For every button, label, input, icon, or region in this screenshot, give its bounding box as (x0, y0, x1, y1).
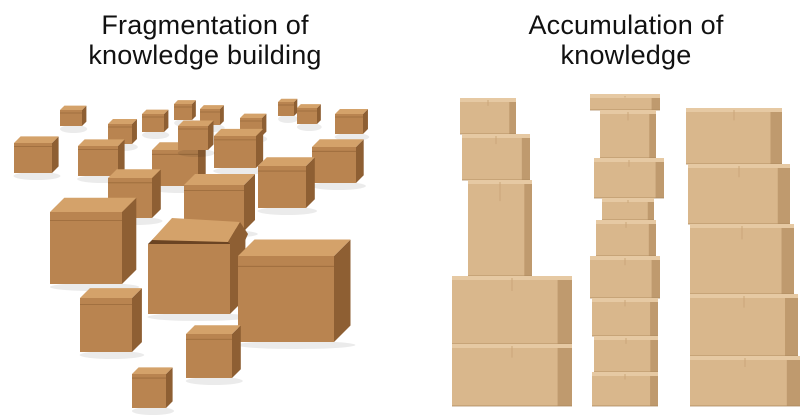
accumulation-title-line2: knowledge (560, 40, 692, 70)
stacked-box-icon (690, 294, 798, 357)
stacked-boxes-group (452, 94, 800, 407)
stacked-box-icon (594, 336, 658, 373)
cardboard-box-icon (311, 139, 366, 190)
cardboard-box-icon (77, 139, 127, 183)
accumulation-title: Accumulation of knowledge (476, 10, 776, 70)
box-stack-2 (590, 94, 664, 407)
stacked-box-icon (592, 298, 658, 337)
accumulation-title-line1: Accumulation of (528, 10, 724, 40)
cardboard-box-icon (177, 120, 215, 157)
stacked-box-icon (690, 224, 794, 295)
stacked-box-icon (452, 344, 572, 407)
stacked-box-icon (452, 276, 572, 345)
cardboard-box-icon (131, 367, 175, 415)
cardboard-box-icon (49, 197, 140, 291)
stacked-box-icon (686, 108, 782, 165)
stacked-box-icon (590, 256, 660, 299)
stacked-box-icon (460, 98, 516, 135)
open-box-flaps (152, 218, 248, 252)
stacked-box-icon (602, 198, 654, 221)
cardboard-box-icon (278, 98, 298, 123)
box-stack-3 (686, 108, 800, 407)
box-stack-1 (452, 98, 572, 407)
cardboard-box-icon (79, 288, 145, 359)
fragmentation-title-line1: Fragmentation of (101, 10, 309, 40)
scattered-boxes-group (13, 98, 370, 415)
stacked-box-icon (596, 220, 656, 257)
fragmentation-title: Fragmentation of knowledge building (40, 10, 370, 70)
stacked-box-icon (690, 356, 800, 407)
cardboard-box-icon (213, 128, 266, 175)
cardboard-box-icon (257, 157, 318, 215)
cardboard-box-icon (334, 109, 370, 141)
cardboard-box-icon (185, 325, 243, 385)
stacked-box-icon (462, 134, 530, 181)
cardboard-box-icon (296, 104, 322, 131)
stacked-box-icon (594, 158, 664, 199)
stacked-box-icon (600, 110, 656, 159)
stacked-box-icon (590, 94, 660, 111)
cardboard-box-icon (13, 136, 61, 180)
stacked-box-icon (688, 164, 790, 225)
cardboard-box-icon (236, 239, 356, 349)
cardboard-box-icon (60, 105, 88, 133)
cardboard-box-icon (142, 109, 170, 139)
fragmentation-title-line2: knowledge building (88, 40, 322, 70)
stacked-box-icon (468, 180, 532, 277)
stacked-box-icon (592, 372, 658, 407)
